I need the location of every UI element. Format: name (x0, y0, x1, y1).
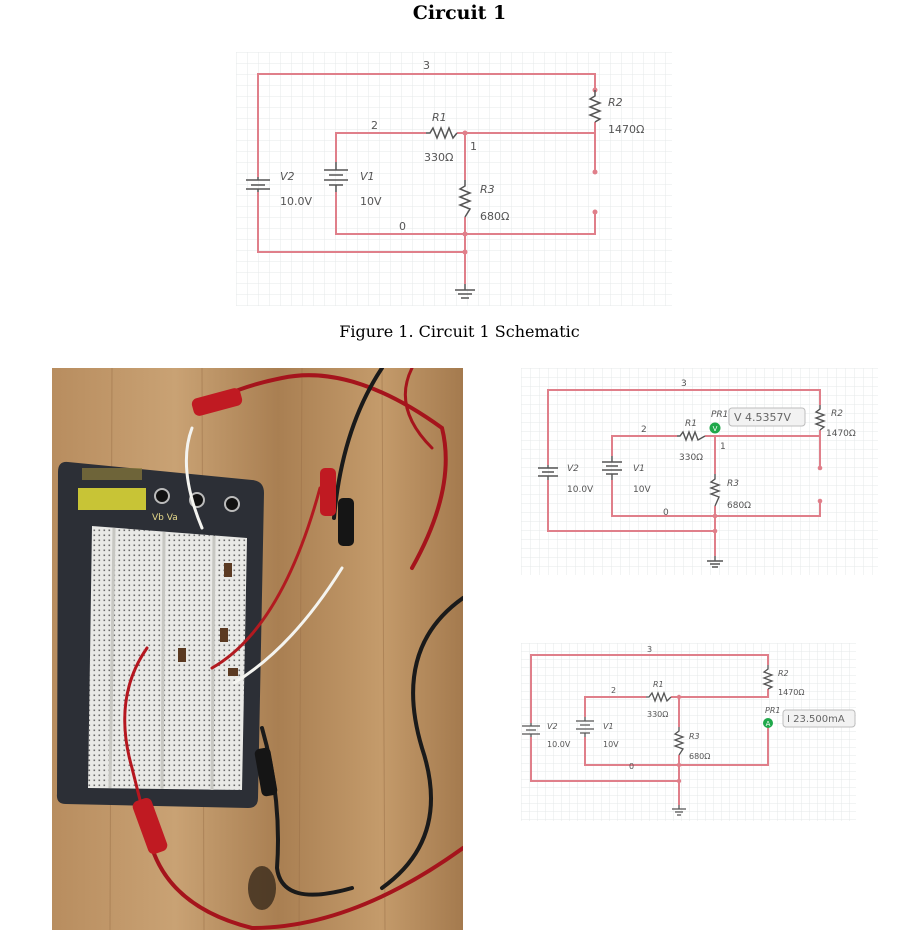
r2-value: 1470Ω (778, 688, 804, 697)
voltage-probe-reading: V 4.5357V (734, 411, 792, 424)
v1-name: V1 (360, 170, 375, 183)
v2-value: 10.0V (547, 740, 571, 749)
voltage-probe-name: PR1 (711, 410, 728, 420)
current-probe-badge: A (766, 720, 771, 728)
r3-value: 680Ω (727, 501, 751, 511)
node-label-1: 1 (470, 140, 477, 153)
schematic-main: 3 2 1 0 R1 330Ω R2 1470Ω R3 680Ω V2 10.0… (236, 52, 672, 306)
r3-name: R3 (480, 183, 495, 196)
r3-value: 680Ω (480, 210, 509, 223)
voltage-probe-badge: V (713, 425, 718, 433)
r1-value: 330Ω (647, 710, 668, 719)
v1-value: 10V (633, 485, 651, 495)
node-label-0: 0 (399, 220, 406, 233)
voltage-probe-marker[interactable] (709, 422, 721, 434)
r1-name: R1 (685, 419, 697, 429)
v2-name: V2 (567, 464, 579, 474)
node-label-2: 2 (371, 119, 378, 132)
voltage-probe-readout (728, 407, 806, 427)
r2-value: 1470Ω (608, 123, 644, 136)
r1-value: 330Ω (424, 151, 453, 164)
schematic-current-probe: A PR1 I 23.500mA 3 2 0 R1 330Ω R2 1470Ω … (521, 643, 856, 821)
r2-value: 1470Ω (826, 429, 856, 439)
v2-value: 10.0V (567, 485, 594, 495)
page-title: Circuit 1 (412, 2, 507, 24)
r1-name: R1 (653, 680, 664, 689)
r3-name: R3 (689, 732, 700, 741)
node-label-0: 0 (629, 762, 634, 771)
current-probe-reading: I 23.500mA (787, 714, 845, 725)
v1-value: 10V (603, 740, 619, 749)
v2-name: V2 (280, 170, 295, 183)
current-probe-readout (782, 709, 856, 728)
figure-caption: Figure 1. Circuit 1 Schematic (339, 322, 580, 341)
v1-name: V1 (603, 722, 614, 731)
node-label-2: 2 (611, 686, 616, 695)
breadboard-photo: Vb Va (52, 368, 463, 930)
r1-value: 330Ω (679, 453, 703, 463)
v2-value: 10.0V (280, 195, 312, 208)
node-label-1: 1 (720, 442, 726, 452)
current-probe-marker[interactable] (763, 718, 773, 728)
r1-name: R1 (432, 111, 447, 124)
r3-value: 680Ω (689, 752, 710, 761)
node-label-0: 0 (663, 508, 669, 518)
board-terminal-labels: Vb Va (152, 513, 178, 523)
board-label-sticker (78, 488, 146, 510)
v2-name: V2 (547, 722, 558, 731)
r3-name: R3 (727, 479, 739, 489)
node-label-2: 2 (641, 425, 647, 435)
v1-value: 10V (360, 195, 382, 208)
r2-name: R2 (778, 669, 789, 678)
r2-name: R2 (608, 96, 623, 109)
node-label-3: 3 (423, 59, 430, 72)
v1-name: V1 (633, 464, 645, 474)
node-label-3: 3 (681, 379, 687, 389)
schematic-voltage-probe: V PR1 V 4.5357V 3 2 1 0 R1 330Ω R2 1470Ω… (521, 368, 878, 575)
node-label-3: 3 (647, 645, 652, 654)
current-probe-name: PR1 (765, 706, 780, 715)
r2-name: R2 (831, 409, 843, 419)
